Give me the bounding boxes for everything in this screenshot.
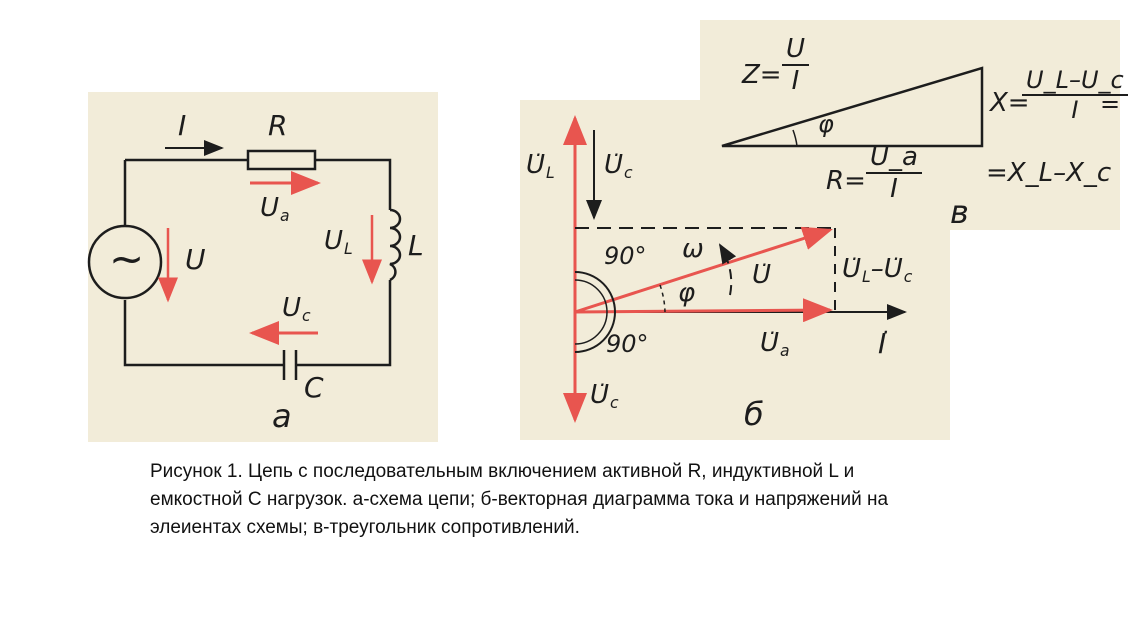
label-diff-base2: U [883,254,903,284]
fraction-Z-numerator: U [782,36,810,66]
label-vec-Uc-bottom: ·Uc [590,372,619,413]
label-current-I: I [178,109,187,142]
angle-arc-90-bottom [574,311,616,353]
label-diff-base1: U [842,254,862,284]
vector-Ua [574,298,833,323]
fraction-Z: U I [782,36,810,96]
angle-arc-phi [659,284,666,313]
label-vec-Ua: ·Ua [760,320,790,361]
label-angle-90-bottom: 90° [606,330,649,358]
inductor-coil [389,208,402,282]
resistor [246,149,317,171]
fraction-X: U_L–U_c I [1022,68,1128,122]
label-R-lhs: R= [826,166,866,196]
fraction-R: U_a I [866,144,922,202]
label-diff-minus: – [870,254,884,284]
label-Uc-sub: c [302,307,311,326]
fraction-X-numerator: U_L–U_c [1022,68,1128,96]
circuit-schematic [87,149,402,380]
label-capacitor-C: C [304,371,324,404]
angle-arc-triangle [792,129,798,147]
voltage-source [87,224,163,300]
vector-U [574,226,833,314]
label-vec-Uc-bottom-base: U [590,380,610,410]
angle-arc-90-top [574,271,616,313]
figure-caption: Рисунок 1. Цепь с последовательным включ… [150,461,889,538]
label-resistor-R: R [268,109,288,142]
label-Ua: Ua [260,193,290,224]
label-vec-UL-minus-Uc: ·UL–·Uc [842,246,913,287]
label-diff-sub2: c [903,268,913,287]
panel-c-letter: в [950,193,969,231]
label-vec-Ua-base: U [760,328,780,358]
vector-diagram [563,115,907,423]
source-tilde-symbol: ~ [109,234,145,283]
label-vec-Uc-bottom-sub: c [610,394,619,413]
label-vec-U: ·U [752,252,772,290]
label-source-U: U [185,243,206,276]
label-phi-triangle: φ [818,110,834,138]
label-vec-Uc-top-base: U [604,150,624,180]
label-vec-Uc-top: ·Uc [604,142,633,183]
fraction-Z-denominator: I [791,66,800,96]
panel-a-letter: а [272,397,292,435]
label-vec-UL: ·UL [526,142,555,183]
fraction-R-numerator: U_a [866,144,922,174]
label-vec-UL-base: U [526,150,546,180]
rotation-arrow-omega [718,243,737,296]
label-Z-lhs: Z= [742,60,782,90]
impedance-triangle [721,66,984,148]
panel-c-background [700,20,1120,230]
label-vec-I-base: I [878,327,887,360]
angle-arc-90-top-inner [574,279,608,313]
panel-b-letter: б [744,395,764,433]
circuit-wire-left [123,300,284,367]
label-vec-Uc-top-sub: c [624,164,633,183]
label-UL-sub: L [344,240,353,259]
label-Uc: Uc [282,293,311,324]
circuit-wire-bottom [296,280,392,367]
label-vec-Ua-sub: a [780,342,790,361]
label-vec-UL-sub: L [546,164,555,183]
label-angle-90-top: 90° [604,242,647,270]
label-vec-I: ·I [878,320,889,360]
angle-arc-90-bottom-inner [574,311,608,345]
label-UL-base: U [324,226,344,256]
label-phi-vector: φ [678,278,696,308]
label-vec-U-base: U [752,260,772,290]
label-Ua-base: U [260,193,280,223]
label-Ua-sub: a [280,207,290,226]
label-diff-sub1: L [862,268,871,287]
label-Uc-base: U [282,293,302,323]
label-inductor-L: L [408,229,424,262]
label-UL: UL [324,226,353,257]
fraction-R-denominator: I [890,174,898,204]
label-omega: ω [682,234,704,264]
label-X-eq-tail: = [1100,90,1121,118]
label-X-second: =X_L–X_c [986,158,1112,188]
fraction-X-denominator: I [1071,96,1079,124]
circuit-wire-top [123,158,392,225]
